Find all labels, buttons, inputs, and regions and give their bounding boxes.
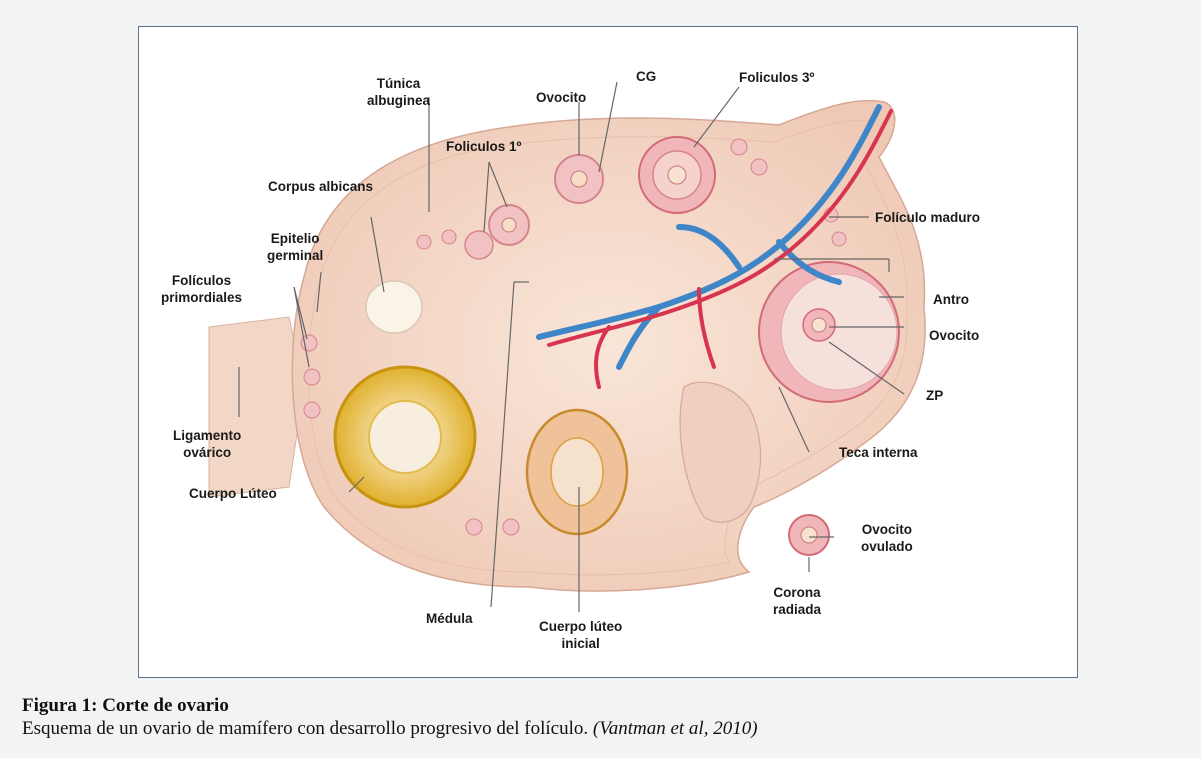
label-foliculos-primordiales: Folículos primordiales xyxy=(161,272,242,306)
caption-description: Esquema de un ovario de mamífero con des… xyxy=(22,718,593,739)
label-foliculos-1: Foliculos 1º xyxy=(446,138,521,155)
label-tunica-albuginea: Túnica albuginea xyxy=(367,75,430,109)
corpus-albicans-shape xyxy=(366,281,422,333)
figure-caption-text: Esquema de un ovario de mamífero con des… xyxy=(22,718,758,740)
label-zp: ZP xyxy=(926,387,943,404)
label-foliculos-3: Foliculos 3º xyxy=(739,69,814,86)
ligament-shape xyxy=(209,317,304,497)
label-cuerpo-luteo-inicial: Cuerpo lúteo inicial xyxy=(539,618,622,652)
label-ovocito-top: Ovocito xyxy=(536,89,586,106)
label-cuerpo-luteo: Cuerpo Lúteo xyxy=(189,485,277,502)
caption-citation: (Vantman et al, 2010) xyxy=(593,718,758,739)
label-corona-radiada: Corona radiada xyxy=(773,584,821,618)
ovary-illustration xyxy=(139,27,1079,679)
label-ovocito-ovulado: Ovocito ovulado xyxy=(861,521,913,555)
label-foliculo-maduro: Folículo maduro xyxy=(875,209,980,226)
figure-frame: Túnica albuginea Ovocito CG Foliculos 3º… xyxy=(138,26,1078,678)
label-corpus-albicans: Corpus albicans xyxy=(268,178,373,195)
figure-caption-title: Figura 1: Corte de ovario xyxy=(22,695,229,717)
label-ligamento-ovarico: Ligamento ovárico xyxy=(173,427,241,461)
label-epitelio-germinal: Epitelio germinal xyxy=(267,230,323,264)
label-ovocito-right: Ovocito xyxy=(929,327,979,344)
label-medula: Médula xyxy=(426,610,473,627)
label-cg: CG xyxy=(636,68,656,85)
label-antro: Antro xyxy=(933,291,969,308)
label-teca-interna: Teca interna xyxy=(839,444,918,461)
